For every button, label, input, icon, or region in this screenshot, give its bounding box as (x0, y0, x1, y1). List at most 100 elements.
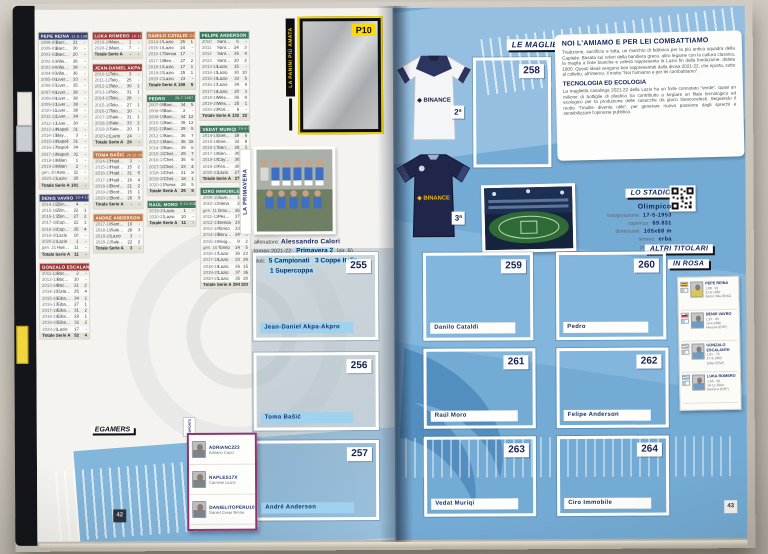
stadio-label: LO STADIO (625, 188, 676, 198)
slot-number: 263 (504, 443, 529, 458)
jersey-second-kit: ◆ BINANCE (395, 50, 473, 144)
sticker-slot-258: 258 (472, 57, 552, 168)
player-portrait (690, 312, 705, 329)
kit-icon (680, 287, 689, 293)
total-appearances: - (130, 201, 133, 207)
total-goals: - (138, 139, 140, 145)
slot-player-name: Pedro (563, 321, 649, 334)
player-birthdate: 5-12-2002 (179, 202, 196, 207)
player-portrait (691, 374, 706, 391)
slot-number: 264 (637, 442, 662, 457)
player-birthdate: 28-7-1987 (175, 96, 194, 101)
player-birthdate: 6-8-1994 (189, 33, 196, 38)
total-label: Totale Serie A (202, 113, 231, 119)
egamers-card: ADRIANC223 Adriano Cacci NAPLES17X Carmi… (186, 432, 258, 532)
total-appearances: 158 (178, 82, 186, 88)
slot-player-name: Toma Bašić (260, 412, 354, 424)
stadio-stat-value: erba (658, 236, 672, 243)
total-label: Totale Serie A (41, 182, 70, 188)
total-goals: - (138, 245, 141, 251)
stadium-photo (480, 183, 577, 254)
player-name: LUKA ROMERO (706, 373, 736, 379)
panini-strip: LA PANINI PIÙ AMATA (285, 18, 296, 97)
sticker-slot-263: 263 Vedat Muriqi (423, 436, 537, 517)
total-appearances: 52 (74, 332, 80, 338)
nationality-flag-icon (680, 281, 689, 287)
page-curve-shadow (392, 7, 410, 540)
total-appearances: 181 (71, 182, 79, 188)
egamer-photo (191, 440, 206, 459)
player-name: DANILO CATALDI (148, 33, 188, 39)
sticker-slot-264: 264 Ciro Immobile (556, 435, 670, 517)
slot-player-name: Ciro Immobile (564, 497, 652, 510)
nationality-flag-icon (681, 374, 691, 380)
paper-tab (17, 91, 33, 126)
slot-player-name: André Anderson (261, 502, 355, 514)
slot-number: 258 (519, 64, 544, 79)
player-name: TOMA BAŠIĆ (95, 152, 125, 158)
album-binding (12, 5, 38, 546)
yellow-tab (16, 325, 29, 364)
coach-name: Alessandro Calori (281, 238, 341, 246)
slot-number: 262 (636, 354, 662, 369)
sticker-slot-255: 255 Jean-Daniel Akpa-Akpro (252, 252, 379, 341)
egamer-tag: ADRIANC223 (208, 444, 240, 450)
total-appearances: 27 (234, 175, 240, 181)
player-name: GONZALO ESCALANTE (41, 264, 89, 270)
player-detail: Huesca (ESP) (706, 324, 727, 330)
player-detail: Aston Villa (ENG) (705, 293, 732, 299)
player-name: PEDRO (148, 95, 166, 101)
egamer-name: Daniel Cesar Brena (209, 509, 245, 515)
sticker-slot-262: 262 Felipe Anderson (556, 347, 669, 429)
stadio-stat-value: 17-5-1953 (642, 212, 672, 219)
total-label: Totale Serie A (42, 332, 71, 338)
player-birthdate: 25-11-1996 (126, 152, 142, 157)
total-appearances: 294 (232, 281, 241, 287)
slot-number: 255 (346, 259, 371, 274)
player-portrait (691, 343, 705, 360)
jersey-third-kit: ◆ BINANCE (395, 148, 471, 242)
stadio-stat-label: inaugurazione: (607, 212, 641, 219)
total-label: Totale Serie A (149, 188, 178, 194)
kit-icon (680, 318, 689, 324)
player-birthdate: 10-4-1996 (75, 195, 89, 200)
egamer-name: Carmine Liuzzi (209, 479, 236, 485)
player-birthdate: 31-8-1982 (71, 34, 88, 39)
career-table-felipe-anderson: FELIPE ANDERSON15-4-19932010Santos (BRA)… (198, 30, 251, 121)
sticker-slot-256: 256 Toma Bašić (253, 352, 379, 431)
total-goals: 22 (242, 113, 248, 119)
total-appearances: - (129, 51, 132, 57)
primavera-team-photo (253, 146, 336, 235)
total-label: Totale Serie A (94, 51, 123, 57)
career-total-row: Totale Serie A-- (92, 51, 142, 59)
player-name: PEPE REINA (40, 33, 70, 39)
total-goals: - (138, 201, 141, 207)
total-goals: - (85, 251, 87, 257)
egamer-row: NAPLES17X Carmine Liuzzi (188, 464, 256, 496)
left-page-number: 42 (113, 509, 127, 523)
career-table-jean-daniel-akpa-akpro: JEAN-DANIEL AKPA-AKPRO11-10-19922010-11T… (91, 62, 143, 147)
player-detail: Eibar (ESP) (706, 360, 725, 365)
player-name: VEDAT MURIQI (202, 126, 237, 132)
foil-placeholder (302, 21, 379, 130)
slot-number: 256 (346, 359, 372, 374)
in-rosa-label: IN ROSA (667, 259, 710, 269)
egamer-tag: NAPLES17X (209, 474, 238, 480)
player-name: RAÚL MORO (149, 201, 178, 207)
right-page: LE MAGLIE ◆ BINANCE 2ª 258 NOI L'AMIAMO … (392, 6, 748, 540)
flags (680, 312, 690, 341)
egamer-tag: DANIELITOPERU10 (209, 504, 255, 510)
